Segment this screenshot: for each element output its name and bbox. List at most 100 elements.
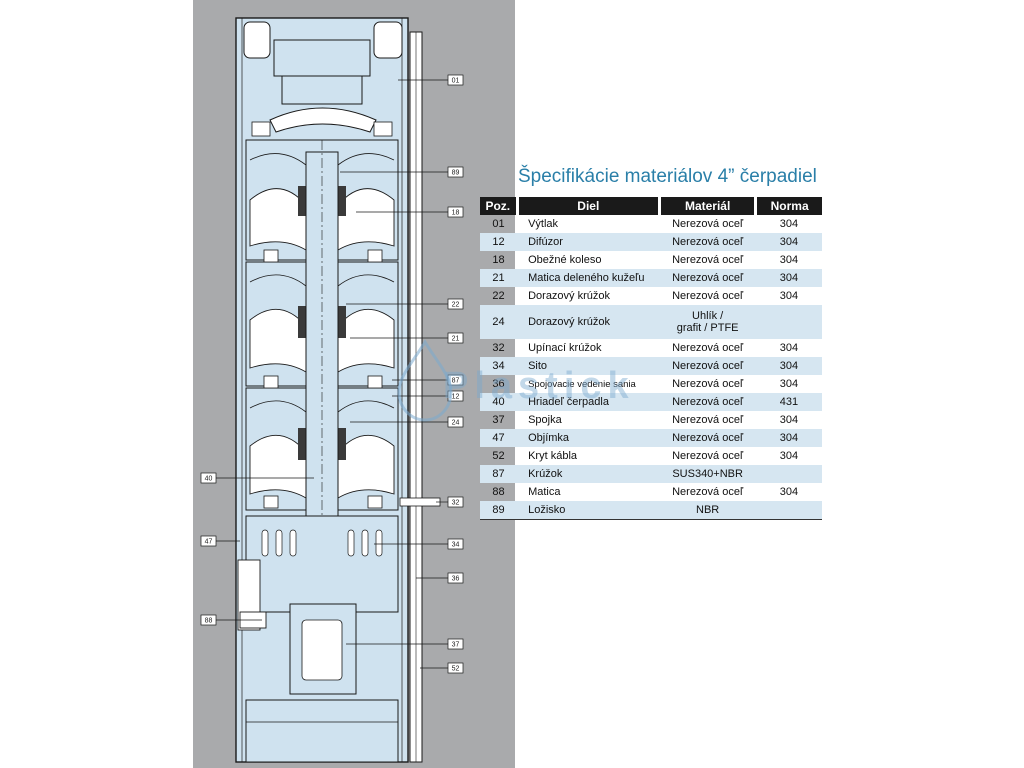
table-row: 87 Krúžok SUS340+NBR — [480, 465, 822, 483]
callout-88: 88 — [205, 618, 213, 625]
table-row: 37 Spojka Nerezová oceľ 304 — [480, 411, 822, 429]
callout-labels: 01 89 18 22 21 87 12 24 32 34 36 37 52 4… — [205, 78, 460, 673]
cell-part: Spojka — [528, 414, 562, 426]
cell-material: Nerezová oceľ — [672, 378, 744, 390]
clamp-and-nut — [237, 559, 267, 631]
cell-pos: 24 — [480, 305, 518, 339]
table-row: 89 Ložisko NBR — [480, 501, 822, 520]
white-backdrop-right — [515, 0, 1024, 768]
coupling — [289, 603, 357, 695]
cell-material: NBR — [659, 501, 756, 520]
cell-part: Dorazový krúžok — [528, 290, 611, 302]
cell-material: SUS340+NBR — [659, 465, 756, 483]
cell-norm: 304 — [779, 290, 799, 302]
table-row: 24 Dorazový krúžok Uhlík / grafit / PTFE — [480, 305, 822, 339]
cell-material: Nerezová oceľ — [659, 357, 756, 375]
callout-32: 32 — [452, 500, 460, 507]
cell-pos: 21 — [480, 269, 518, 287]
cell-pos: 01 — [492, 218, 505, 230]
cell-part: Matica deleného kužeľu — [517, 269, 660, 287]
cell-part: Výtlak — [528, 218, 559, 230]
cell-material: Nerezová oceľ — [672, 486, 744, 498]
cell-pos: 36 — [492, 378, 505, 390]
cell-part: Obežné koleso — [528, 254, 602, 266]
cell-material: Nerezová oceľ — [672, 290, 744, 302]
bearing-blocks — [263, 249, 383, 509]
cell-pos: 12 — [480, 233, 518, 251]
callout-36: 36 — [452, 576, 460, 583]
cell-pos: 52 — [492, 450, 505, 462]
callout-37: 37 — [452, 642, 460, 649]
header-material: Materiál — [659, 197, 758, 215]
table-row: 34 Sito Nerezová oceľ 304 — [480, 357, 822, 375]
cell-norm: 304 — [779, 450, 799, 462]
cell-pos: 32 — [492, 342, 505, 354]
cable-guard — [409, 31, 423, 763]
cell-part: Upínací krúžok — [528, 342, 602, 354]
spec-title: Špecifikácie materiálov 4” čerpadiel — [518, 166, 817, 187]
cell-material: Nerezová oceľ — [659, 429, 756, 447]
table-row: 52 Kryt kábla Nerezová oceľ 304 — [480, 447, 822, 465]
motor-adapter — [245, 699, 399, 763]
cell-material-line2: grafit / PTFE — [676, 322, 739, 334]
cell-part: Ložisko — [517, 501, 660, 520]
cell-pos: 89 — [480, 501, 518, 520]
cell-norm: 304 — [755, 233, 822, 251]
table-row: 88 Matica Nerezová oceľ 304 — [480, 483, 822, 501]
callout-40: 40 — [205, 476, 213, 483]
cell-pos: 47 — [480, 429, 518, 447]
table-row: 32 Upínací krúžok Nerezová oceľ 304 — [480, 339, 822, 357]
table-row: 36 Spojovacie vedenie sania Nerezová oce… — [480, 375, 822, 393]
table-row: 21 Matica deleného kužeľu Nerezová oceľ … — [480, 269, 822, 287]
table-header-row: Poz. Diel Materiál Norma — [480, 197, 822, 215]
cell-material: Uhlík / grafit / PTFE — [659, 305, 756, 339]
cell-pos: 88 — [492, 486, 505, 498]
callout-21: 21 — [452, 336, 460, 343]
table-row: 40 Hriadeľ čerpadla Nerezová oceľ 431 — [480, 393, 822, 411]
cell-pos: 22 — [492, 290, 505, 302]
table-row: 01 Výtlak Nerezová oceľ 304 — [480, 215, 822, 233]
callout-22: 22 — [452, 302, 460, 309]
cell-part: Objímka — [517, 429, 660, 447]
cell-part: Matica — [528, 486, 561, 498]
cell-norm: 304 — [779, 378, 799, 390]
header-pos: Poz. — [480, 197, 519, 215]
cell-material-line1: Uhlík / — [692, 310, 724, 322]
cell-part: Spojovacie vedenie sania — [528, 378, 636, 390]
cell-material: Nerezová oceľ — [672, 450, 744, 462]
cell-pos: 34 — [480, 357, 518, 375]
table-row: 22 Dorazový krúžok Nerezová oceľ 304 — [480, 287, 822, 305]
clamping-pin — [399, 497, 441, 507]
cell-norm: 304 — [779, 218, 799, 230]
cell-material: Nerezová oceľ — [672, 254, 744, 266]
cell-material: Nerezová oceľ — [659, 233, 756, 251]
cell-norm: 304 — [779, 342, 799, 354]
callout-47: 47 — [205, 539, 213, 546]
cell-pos: 40 — [480, 393, 518, 411]
cell-norm — [755, 305, 822, 339]
cell-material: Nerezová oceľ — [672, 342, 744, 354]
shaft-hubs — [298, 186, 346, 460]
cell-norm — [755, 501, 822, 520]
callout-87: 87 — [452, 378, 460, 385]
header-part: Diel — [517, 197, 662, 215]
discharge-head — [243, 21, 403, 137]
cell-norm: 304 — [779, 414, 799, 426]
callout-01: 01 — [452, 78, 460, 85]
cell-part: Hriadeľ čerpadla — [517, 393, 660, 411]
callout-89: 89 — [452, 170, 460, 177]
cell-part: Dorazový krúžok — [517, 305, 660, 339]
suction-strainer — [245, 515, 399, 613]
cell-part: Kryt kábla — [528, 450, 578, 462]
cell-norm: 304 — [755, 269, 822, 287]
cell-part: Krúžok — [517, 465, 660, 483]
cell-material: Nerezová oceľ — [659, 393, 756, 411]
callout-34: 34 — [452, 542, 460, 549]
cell-part: Sito — [517, 357, 660, 375]
cell-norm: 431 — [755, 393, 822, 411]
cell-norm: 304 — [779, 486, 799, 498]
table-row: 12 Difúzor Nerezová oceľ 304 — [480, 233, 822, 251]
stage-2 — [245, 261, 399, 387]
cell-material: Nerezová oceľ — [672, 414, 744, 426]
